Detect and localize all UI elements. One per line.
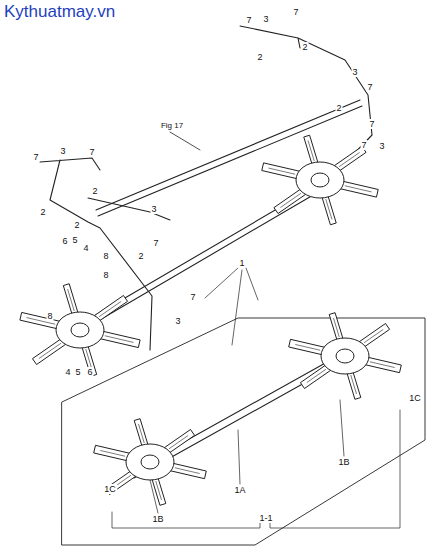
callout-number: 7 — [292, 7, 299, 17]
callout-number: 7 — [245, 15, 252, 25]
leader-line — [205, 268, 258, 345]
reel-rod — [88, 198, 170, 220]
callout-number: 2 — [39, 207, 46, 217]
callout-number: 7 — [368, 119, 375, 129]
callout-number: 5 — [74, 367, 81, 377]
callout-number: 3 — [262, 14, 269, 24]
callout-number: 1A — [233, 485, 246, 495]
callout-number: 3 — [351, 67, 358, 77]
callout-number: 3 — [150, 204, 157, 214]
callout-number: 7 — [32, 152, 39, 162]
callout-number: 1B — [337, 457, 350, 467]
callout-number: 3 — [59, 146, 66, 156]
reel-spider — [94, 419, 207, 506]
reel-spider — [20, 284, 140, 376]
inset-frame — [62, 318, 425, 545]
bracket — [112, 410, 400, 528]
reel-spider — [262, 135, 378, 225]
callout-number: 1C — [408, 393, 422, 403]
callout-number: 4 — [64, 367, 71, 377]
callout-number: 5 — [71, 235, 78, 245]
callout-number: 2 — [91, 186, 98, 196]
callout-number: 1-1 — [258, 513, 273, 523]
callout-number: 2 — [301, 42, 308, 52]
callout-number: 7 — [360, 140, 367, 150]
callout-number: 7 — [366, 82, 373, 92]
reel-rod — [240, 26, 372, 168]
callout-number: 8 — [102, 270, 109, 280]
callout-number: 1C — [103, 484, 117, 494]
reel-spider — [289, 313, 402, 400]
callout-number: 3 — [174, 316, 181, 326]
callout-number: 7 — [88, 147, 95, 157]
callout-number: 7 — [189, 292, 196, 302]
figure-reference: Fig 17 — [160, 121, 184, 131]
callout-number: 2 — [73, 220, 80, 230]
callout-number: 2 — [256, 52, 263, 62]
callout-number: 8 — [102, 251, 109, 261]
callout-number: 6 — [61, 236, 68, 246]
callout-number: 4 — [82, 243, 89, 253]
reel-shaft — [60, 178, 332, 342]
callout-number: 1 — [238, 258, 245, 268]
watermark: Kythuatmay.vn — [4, 2, 115, 21]
callout-number: 2 — [335, 103, 342, 113]
callout-number: 7 — [152, 238, 159, 248]
callout-number: 2 — [137, 251, 144, 261]
callout-number: 1B — [151, 514, 164, 524]
callout-number: 6 — [86, 367, 93, 377]
callout-number: 3 — [378, 141, 385, 151]
callout-number: 8 — [46, 311, 53, 321]
